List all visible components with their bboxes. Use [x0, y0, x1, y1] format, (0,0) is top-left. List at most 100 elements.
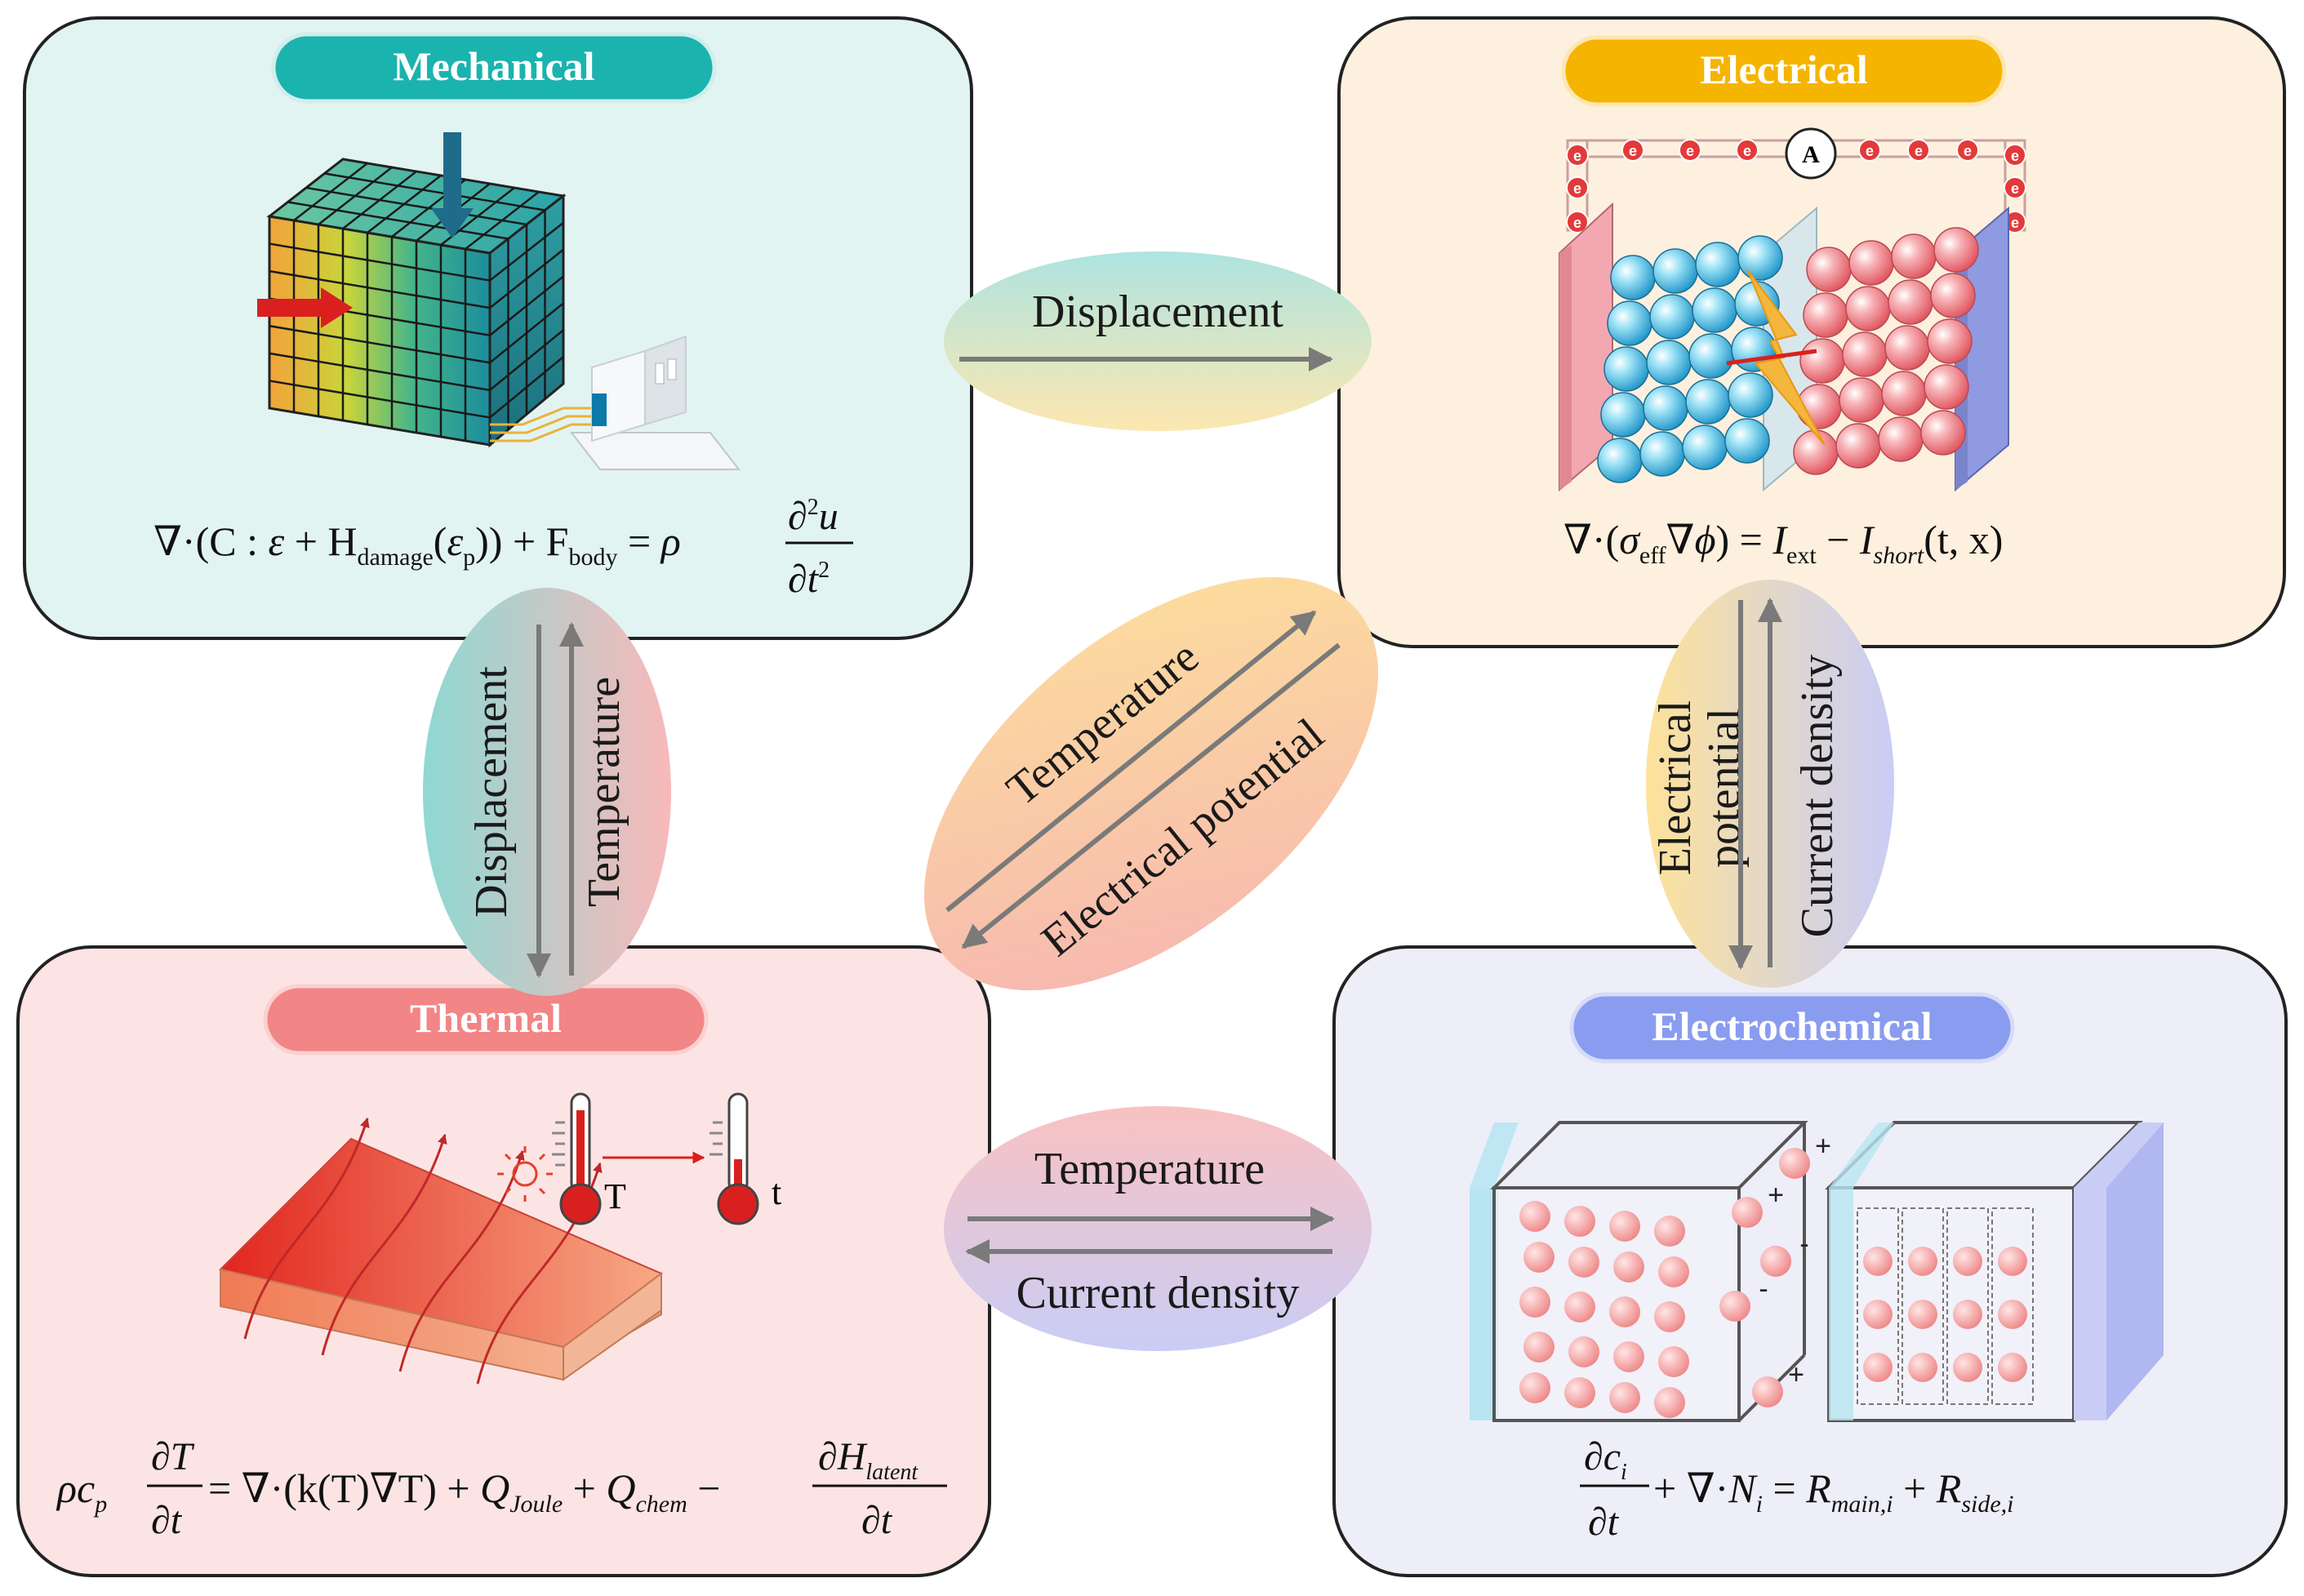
- electron-label: e: [1866, 143, 1874, 159]
- thermometer-t-label: t: [772, 1172, 781, 1212]
- anode-ion: [1613, 1251, 1644, 1283]
- anode-ion: [1654, 1301, 1685, 1332]
- cathode-particle: [1891, 233, 1937, 279]
- cathode-particle: [1888, 279, 1933, 325]
- anode-particle: [1682, 425, 1728, 470]
- heat-flow-line: [243, 1117, 370, 1340]
- anode-particle: [1607, 300, 1652, 346]
- svg-text:∂2u: ∂2u: [788, 495, 838, 538]
- cathode-ion: [1953, 1247, 1982, 1276]
- coupling-label-displacement-top: Displacement: [1032, 287, 1283, 337]
- electron-marker: [1566, 176, 1589, 199]
- cathode-particle: [1793, 429, 1839, 475]
- electrical-title: Electrical: [1700, 47, 1868, 92]
- electrochemical-title-badge: Electrochemical: [1569, 992, 2015, 1064]
- cube-grid-line: [269, 380, 491, 419]
- cathode-particle: [1920, 410, 1966, 456]
- coupling-label-temperature-bottom: Temperature: [1034, 1144, 1265, 1194]
- svg-text:ρcp: ρcp: [56, 1465, 107, 1518]
- cube-grid-line: [269, 269, 491, 309]
- electron-label: e: [1686, 143, 1694, 159]
- electrochemical-illustration: ++--+: [1470, 1121, 2164, 1422]
- heat-flow-line: [321, 1133, 447, 1356]
- cathode-particle: [1799, 338, 1845, 384]
- heat-source-icon: [497, 1146, 553, 1202]
- cathode-particle: [1848, 240, 1894, 286]
- lattice-column: [1857, 1207, 1899, 1405]
- electron-label: e: [2011, 215, 2019, 231]
- anode-ion: [1523, 1331, 1555, 1363]
- short-circuit-bolt: [1746, 269, 1826, 446]
- anode-particle: [1643, 385, 1688, 431]
- coupling-electrical-electrochemical: Electrical potential Current density: [1646, 580, 1894, 988]
- svg-text:= ∇·(k(T)∇T) + QJoule + Qchem: = ∇·(k(T)∇T) + QJoule + Qchem −: [208, 1465, 720, 1518]
- electron-label: e: [1573, 180, 1581, 197]
- anode-ion: [1564, 1377, 1595, 1408]
- anode-ion: [1613, 1341, 1644, 1372]
- coupling-label-temperature-left: Temperature: [579, 677, 629, 907]
- electron-label: e: [1573, 215, 1581, 231]
- electrolyte-ion: [1752, 1376, 1783, 1407]
- cathode-particle: [1924, 364, 1969, 410]
- anode-particle: [1737, 235, 1783, 281]
- mechanical-title: Mechanical: [393, 43, 594, 89]
- mechanical-equation: ∇·(C : ε + Hdamage(εp)) + Fbody = ρ: [153, 518, 681, 571]
- coupling-label-current-density-bottom: Current density: [1016, 1268, 1300, 1318]
- anode-particle: [1646, 340, 1692, 385]
- cathode-ion: [1998, 1247, 2027, 1276]
- heat-flow-arrows: [243, 1117, 603, 1385]
- cathode-particle: [1803, 292, 1848, 338]
- electrolyte-ion: [1732, 1197, 1763, 1228]
- anode-particles: [1597, 235, 1783, 483]
- cathode-ion: [1863, 1247, 1893, 1276]
- cathode-ion: [1953, 1300, 1982, 1329]
- lattice-column: [1946, 1207, 1989, 1405]
- anode-particle: [1652, 248, 1698, 294]
- mechanical-fraction: ∂2u ∂t2: [785, 495, 853, 601]
- cathode-ion: [1908, 1247, 1937, 1276]
- anode-particle: [1597, 438, 1643, 483]
- cube-grid-line: [305, 186, 527, 226]
- electrical-title-badge: Electrical: [1561, 35, 2007, 107]
- cathode-current-collector: [2074, 1188, 2106, 1420]
- cathode-ion: [1953, 1353, 1982, 1382]
- coupling-thermal-electrochemical: Temperature Current density: [944, 1106, 1372, 1351]
- thermal-title: Thermal: [410, 995, 562, 1041]
- cathode-particle: [1927, 318, 1973, 364]
- cathode-particle: [1878, 416, 1924, 462]
- electrolyte-ion: [1719, 1291, 1750, 1322]
- svg-text:∂t2: ∂t2: [788, 558, 830, 601]
- device-wires: [490, 407, 592, 442]
- coupling-label-current-density-right: Current density: [1792, 655, 1843, 938]
- electron-label: e: [1915, 143, 1923, 159]
- electrolyte-ion: [1779, 1148, 1810, 1179]
- ammeter: [1785, 127, 1837, 180]
- anode-ion: [1654, 1387, 1685, 1418]
- coupling-label-displacement-left: Displacement: [466, 666, 517, 918]
- svg-text:+ ∇·Ni = Rmain,i + Rside,i: + ∇·Ni = Rmain,i + Rside,i: [1653, 1465, 2014, 1518]
- electrochemical-title: Electrochemical: [1652, 1003, 1932, 1049]
- top-force-arrow-head: [431, 208, 474, 238]
- anode-particle: [1724, 418, 1770, 464]
- electron-label: e: [1629, 143, 1637, 159]
- cathode-ion: [1863, 1353, 1893, 1382]
- cathode-particles: [1793, 227, 1979, 475]
- anode-particle: [1692, 287, 1737, 333]
- cube-grid: [269, 162, 564, 441]
- electron-marker: [1858, 139, 1881, 162]
- cathode-particle: [1842, 331, 1888, 377]
- anode-ion: [1658, 1346, 1689, 1377]
- thermal-title-badge: Thermal: [263, 984, 709, 1056]
- anode-particle: [1695, 242, 1741, 287]
- electron-marker: [2004, 176, 2026, 199]
- svg-text:∂t: ∂t: [151, 1499, 183, 1542]
- cathode-ion: [1998, 1353, 2027, 1382]
- cathode-particle: [1933, 227, 1979, 273]
- electron-marker: [2004, 144, 2026, 167]
- anode-particle: [1728, 372, 1773, 418]
- ion-charge-label: +: [1768, 1180, 1784, 1211]
- mechanical-title-badge: Mechanical: [271, 32, 717, 104]
- side-force-arrow: [257, 299, 322, 317]
